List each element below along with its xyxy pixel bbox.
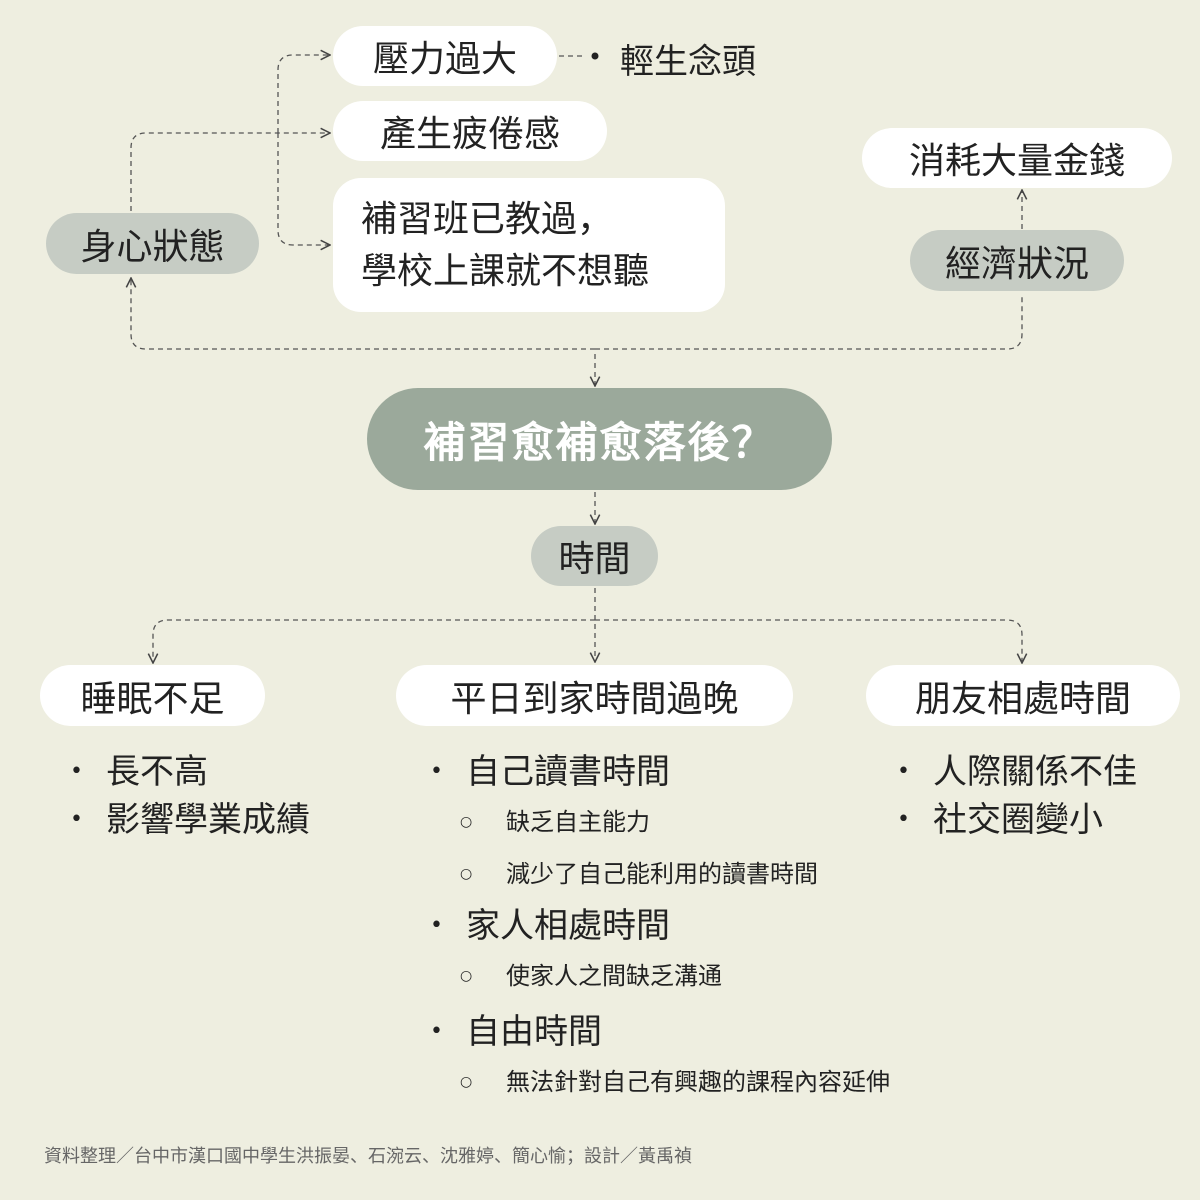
time-left-line [153, 619, 595, 663]
node-economy: 經濟狀況 [910, 230, 1124, 291]
friends-list: 人際關係不佳 社交圈變小 [897, 748, 1137, 844]
list-item: 影響學業成績 [70, 796, 310, 844]
node-line-2: 學校上課就不想聽 [361, 251, 650, 292]
mind-branch-line-2 [277, 133, 330, 245]
center-topic: 補習愈補愈落後？ [367, 388, 832, 490]
node-fatigue: 產生疲倦感 [333, 101, 607, 161]
list-item: 家人相處時間 [430, 902, 890, 950]
to-mind-body-line [131, 278, 595, 350]
list-item: 自由時間 [430, 1008, 890, 1056]
to-economy-line [595, 295, 1023, 350]
list-item: 人際關係不佳 [897, 748, 1137, 796]
bullet-dot [591, 52, 599, 60]
node-spend-money: 消耗大量金錢 [862, 128, 1172, 188]
sleep-list: 長不高 影響學業成績 [70, 748, 310, 844]
list-item: 長不高 [70, 748, 310, 796]
list-item: 社交圈變小 [897, 796, 1137, 844]
node-stress: 壓力過大 [333, 26, 557, 86]
credits-footer: 資料整理／台中市漢口國中學生洪振晏、石涴云、沈雅婷、簡心愉；設計／黃禹禎 [44, 1146, 692, 1167]
mind-branch-line [277, 55, 330, 133]
node-late-home: 平日到家時間過晚 [396, 665, 793, 726]
node-line-1: 補習班已教過， [361, 199, 614, 240]
node-mind-body: 身心狀態 [46, 213, 259, 274]
mind-to-fatigue-line [130, 133, 330, 211]
node-suicidal-thoughts: 輕生念頭 [620, 42, 756, 82]
list-item: 自己讀書時間 [430, 748, 890, 796]
time-right-line [595, 619, 1022, 663]
sub-list-item: 無法針對自己有興趣的課程內容延伸 [430, 1056, 890, 1108]
sub-list-item: 缺乏自主能力 [430, 796, 890, 848]
node-already-taught: 補習班已教過， 學校上課就不想聽 [333, 178, 725, 312]
sub-list-item: 使家人之間缺乏溝通 [430, 950, 890, 1002]
node-friends: 朋友相處時間 [866, 665, 1180, 726]
late-home-list: 自己讀書時間 缺乏自主能力 減少了自己能利用的讀書時間 家人相處時間 使家人之間… [430, 748, 890, 1108]
node-time: 時間 [531, 526, 658, 586]
sub-list-item: 減少了自己能利用的讀書時間 [430, 848, 890, 900]
node-sleep: 睡眠不足 [40, 665, 265, 726]
